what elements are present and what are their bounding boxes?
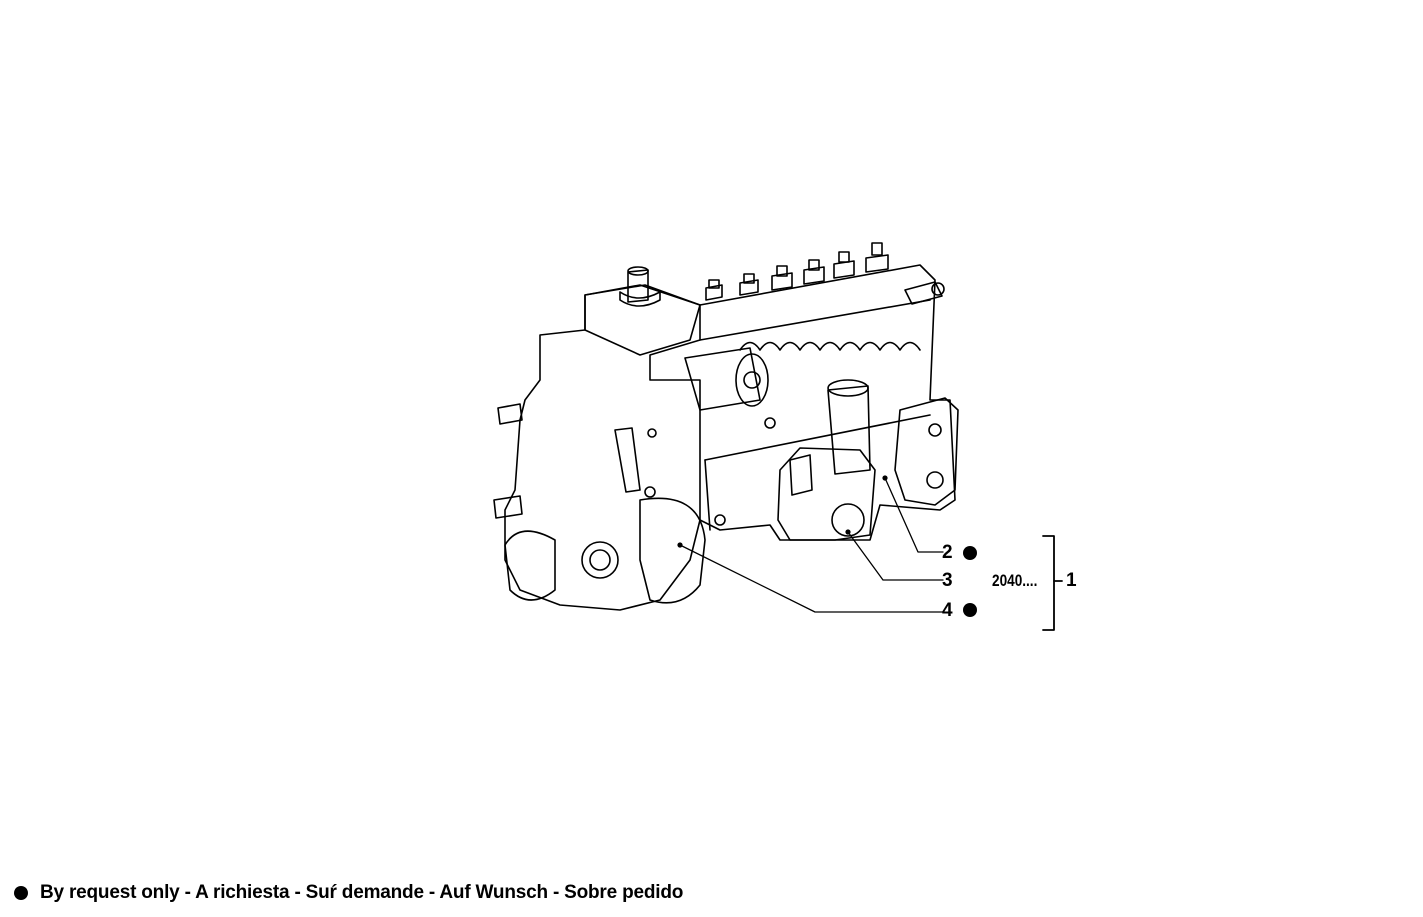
legend-text: By request only - A richiesta - Suŕ dem… — [40, 882, 684, 903]
callout-4: 4 — [942, 600, 953, 621]
callout-3: 3 — [942, 570, 953, 591]
callout-2: 2 — [942, 542, 953, 563]
group-reference: 2040.... — [992, 571, 1038, 590]
pump-body — [493, 242, 959, 611]
delivery-valves — [705, 242, 889, 301]
leader-lines — [679, 477, 944, 613]
legend: By request only - A richiesta - Suŕ dem… — [14, 882, 683, 904]
filled-circle-icon — [14, 886, 28, 900]
group-bracket — [1042, 535, 1063, 631]
by-request-dot-icon — [963, 546, 977, 560]
group-item-number: 1 — [1066, 570, 1077, 591]
by-request-dot-icon — [963, 603, 977, 617]
